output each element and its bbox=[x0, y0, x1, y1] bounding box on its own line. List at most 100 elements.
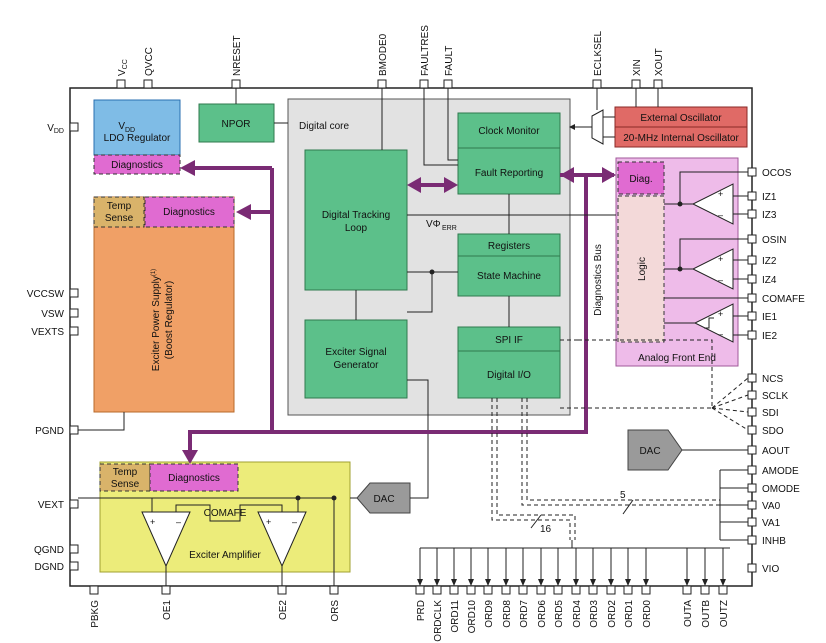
pin-label-outa: OUTA bbox=[683, 600, 694, 627]
pin-label-ie1: IE1 bbox=[762, 312, 777, 323]
verr-sub: ERR bbox=[442, 225, 457, 232]
pin-oe2 bbox=[277, 585, 287, 595]
bus-width-5: 5 bbox=[620, 490, 626, 501]
pin-ord9 bbox=[483, 585, 493, 595]
pin-label-faultres: FAULTRES bbox=[420, 25, 431, 76]
svg-text:–: – bbox=[718, 210, 723, 220]
pin-label-outz: OUTZ bbox=[719, 600, 730, 627]
exciter-amplifier-label: Exciter Amplifier bbox=[189, 550, 261, 561]
spi-if-label: SPI IF bbox=[495, 335, 523, 346]
pin-ord8 bbox=[501, 585, 511, 595]
exciter-signal-generator-block bbox=[304, 319, 408, 399]
svg-text:+: + bbox=[266, 517, 271, 527]
afe-diag-block bbox=[617, 161, 665, 195]
pin-ord3 bbox=[588, 585, 598, 595]
svg-text:DD: DD bbox=[125, 127, 135, 134]
pin-eclksel bbox=[592, 79, 602, 89]
pin-label-pgnd: PGND bbox=[35, 426, 64, 437]
pin-label-ncs: NCS bbox=[762, 374, 783, 385]
pin-label-vdd: VDD bbox=[47, 123, 64, 135]
pin-label-xout: XOUT bbox=[654, 48, 665, 76]
pins-right: OCOSIZ1IZ3OSINIZ2IZ4COMAFEIE1IE2NCSSCLKS… bbox=[747, 167, 805, 575]
pin-va1 bbox=[747, 517, 757, 527]
afe-title: Analog Front End bbox=[638, 353, 716, 364]
pin-label-ord7: ORD7 bbox=[519, 600, 530, 628]
pin-vdd bbox=[69, 122, 79, 132]
pin-label-va1: VA1 bbox=[762, 518, 781, 529]
pin-pgnd bbox=[69, 425, 79, 435]
pin-nreset bbox=[231, 79, 241, 89]
pin-vio bbox=[747, 563, 757, 573]
pin-ord1 bbox=[623, 585, 633, 595]
pin-pbkg bbox=[89, 585, 99, 595]
pin-iz2 bbox=[747, 255, 757, 265]
pin-label-iz3: IZ3 bbox=[762, 210, 777, 221]
exciter-power-supply-block bbox=[93, 196, 235, 413]
pin-label-ordclk: ORDCLK bbox=[433, 600, 444, 642]
pin-label-ocos: OCOS bbox=[762, 168, 792, 179]
pin-iz4 bbox=[747, 274, 757, 284]
pin-label-ie2: IE2 bbox=[762, 331, 777, 342]
dac-aout-label: DAC bbox=[639, 446, 660, 457]
pin-ord10 bbox=[466, 585, 476, 595]
dtl-label-2: Loop bbox=[345, 223, 368, 234]
afe-comparator: + – bbox=[693, 303, 734, 343]
internal-oscillator-label: 20-MHz Internal Oscillator bbox=[623, 133, 739, 144]
svg-text:–: – bbox=[292, 517, 297, 527]
pin-qgnd bbox=[69, 544, 79, 554]
pin-label-oe1: OE1 bbox=[162, 600, 173, 620]
clock-monitor-label: Clock Monitor bbox=[478, 126, 540, 137]
pin-label-vexts: VEXTS bbox=[31, 327, 64, 338]
afe-amplifier-2: + – bbox=[691, 248, 734, 290]
pin-label-omode: OMODE bbox=[762, 484, 800, 495]
amp-temp-sense-block bbox=[99, 463, 151, 492]
pin-label-ord4: ORD4 bbox=[572, 600, 583, 628]
svg-text:–: – bbox=[718, 329, 723, 339]
pin-sclk bbox=[747, 390, 757, 400]
pin-label-xin: XIN bbox=[632, 59, 643, 76]
pin-label-comafe: COMAFE bbox=[762, 294, 805, 305]
pin-label-ord3: ORD3 bbox=[589, 600, 600, 628]
pin-label-bmode0: BMODE0 bbox=[378, 33, 389, 76]
pin-vsw bbox=[69, 308, 79, 318]
pin-ord6 bbox=[536, 585, 546, 595]
dac-aout bbox=[627, 429, 683, 471]
dac-exciter-label: DAC bbox=[373, 494, 394, 505]
pin-label-ord6: ORD6 bbox=[537, 600, 548, 628]
registers-label: Registers bbox=[488, 241, 530, 252]
pin-vccsw bbox=[69, 288, 79, 298]
pin-va0 bbox=[747, 500, 757, 510]
svg-text:+: + bbox=[718, 309, 723, 319]
pin-ord2 bbox=[606, 585, 616, 595]
pin-ie2 bbox=[747, 330, 757, 340]
pin-sdo bbox=[747, 425, 757, 435]
digital-io-label: Digital I/O bbox=[487, 370, 531, 381]
afe-logic-block bbox=[617, 195, 665, 343]
pin-ors bbox=[329, 585, 339, 595]
exciter-amp-1: + – bbox=[141, 511, 191, 568]
pin-vext bbox=[69, 499, 79, 509]
amp-temp-sense-1: Temp bbox=[113, 467, 138, 478]
pin-label-fault: FAULT bbox=[444, 46, 455, 76]
svg-text:–: – bbox=[718, 275, 723, 285]
fault-reporting-label: Fault Reporting bbox=[475, 168, 543, 179]
pin-label-outb: OUTB bbox=[701, 600, 712, 628]
eps-temp-sense-block bbox=[93, 196, 145, 228]
pin-ord7 bbox=[518, 585, 528, 595]
pin-amode bbox=[747, 465, 757, 475]
pin-ocos bbox=[747, 167, 757, 177]
ldo-diagnostics-block bbox=[93, 154, 181, 175]
esg-label-2: Generator bbox=[333, 360, 379, 371]
digital-io-block bbox=[457, 350, 561, 399]
npor-block bbox=[198, 103, 275, 143]
pin-label-iz2: IZ2 bbox=[762, 256, 777, 267]
pin-vcc bbox=[116, 79, 126, 89]
pin-label-iz4: IZ4 bbox=[762, 275, 777, 286]
pin-ord5 bbox=[553, 585, 563, 595]
pin-label-ord11: ORD11 bbox=[450, 600, 461, 633]
pin-faultres bbox=[419, 79, 429, 89]
pin-label-ord10: ORD10 bbox=[467, 600, 478, 634]
ldo-title-v: V bbox=[118, 121, 125, 132]
